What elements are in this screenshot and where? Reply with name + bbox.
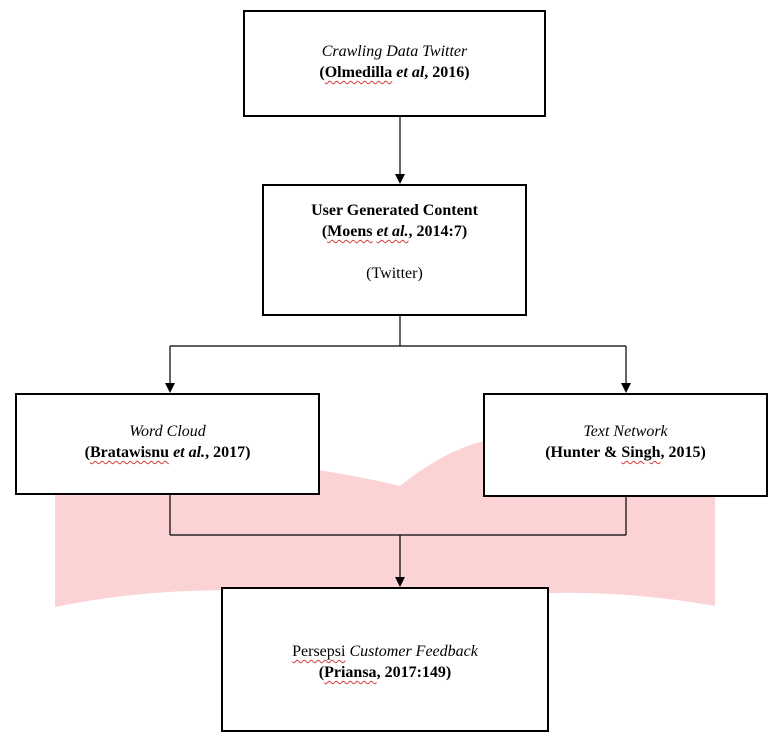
- box-text-network: Text Network (Hunter & Singh, 2015): [483, 393, 768, 497]
- ugc-note: (Twitter): [366, 265, 423, 282]
- box-crawling-data-twitter: Crawling Data Twitter (Olmedilla et al, …: [243, 10, 546, 117]
- ugc-ref-year: , 2014:7): [408, 223, 468, 240]
- crawling-ref-year: , 2016): [424, 64, 470, 81]
- box-persepsi-customer-feedback: Persepsi Customer Feedback (Priansa, 201…: [221, 587, 549, 732]
- word-cloud-title: Word Cloud: [129, 423, 206, 440]
- crawling-reference: (Olmedilla et al, 2016): [319, 64, 470, 81]
- arrowhead-to-word-cloud: [165, 383, 175, 393]
- persepsi-title: Persepsi Customer Feedback: [223, 641, 547, 662]
- arrowhead-to-persepsi: [395, 577, 405, 587]
- persepsi-title-italic: Customer Feedback: [345, 643, 478, 660]
- text-network-ref-prefix: (Hunter &: [545, 444, 622, 461]
- persepsi-title-plain: Persepsi: [292, 643, 346, 660]
- word-cloud-ref-year: , 2017): [205, 444, 251, 461]
- persepsi-ref-year: , 2017:149): [376, 664, 452, 681]
- text-network-reference: (Hunter & Singh, 2015): [485, 442, 766, 463]
- ugc-ref-etal: et al.: [376, 223, 409, 240]
- word-cloud-ref-etal: et al.: [173, 444, 206, 461]
- text-network-ref-author: Singh: [621, 444, 661, 461]
- ugc-ref-author: Moens: [327, 223, 373, 240]
- word-cloud-reference: (Bratawisnu et al., 2017): [84, 444, 251, 461]
- arrowhead-to-text-network: [621, 383, 631, 393]
- persepsi-ref-author: Priansa: [324, 664, 377, 681]
- ugc-reference: (Moens et al., 2014:7): [321, 223, 468, 240]
- crawling-title: Crawling Data Twitter: [321, 43, 468, 60]
- text-network-title: Text Network: [583, 423, 668, 440]
- text-network-ref-year: , 2015): [660, 444, 706, 461]
- box-word-cloud: Word Cloud (Bratawisnu et al., 2017): [15, 393, 320, 495]
- ugc-title: User Generated Content: [311, 202, 478, 219]
- arrowhead-to-ugc: [395, 174, 405, 184]
- word-cloud-ref-author: Bratawisnu: [89, 444, 170, 461]
- box-user-generated-content: User Generated Content (Moens et al., 20…: [262, 184, 527, 316]
- persepsi-reference: (Priansa, 2017:149): [318, 664, 452, 681]
- crawling-ref-author: Olmedilla: [324, 64, 393, 81]
- crawling-ref-etal: et al: [396, 64, 425, 81]
